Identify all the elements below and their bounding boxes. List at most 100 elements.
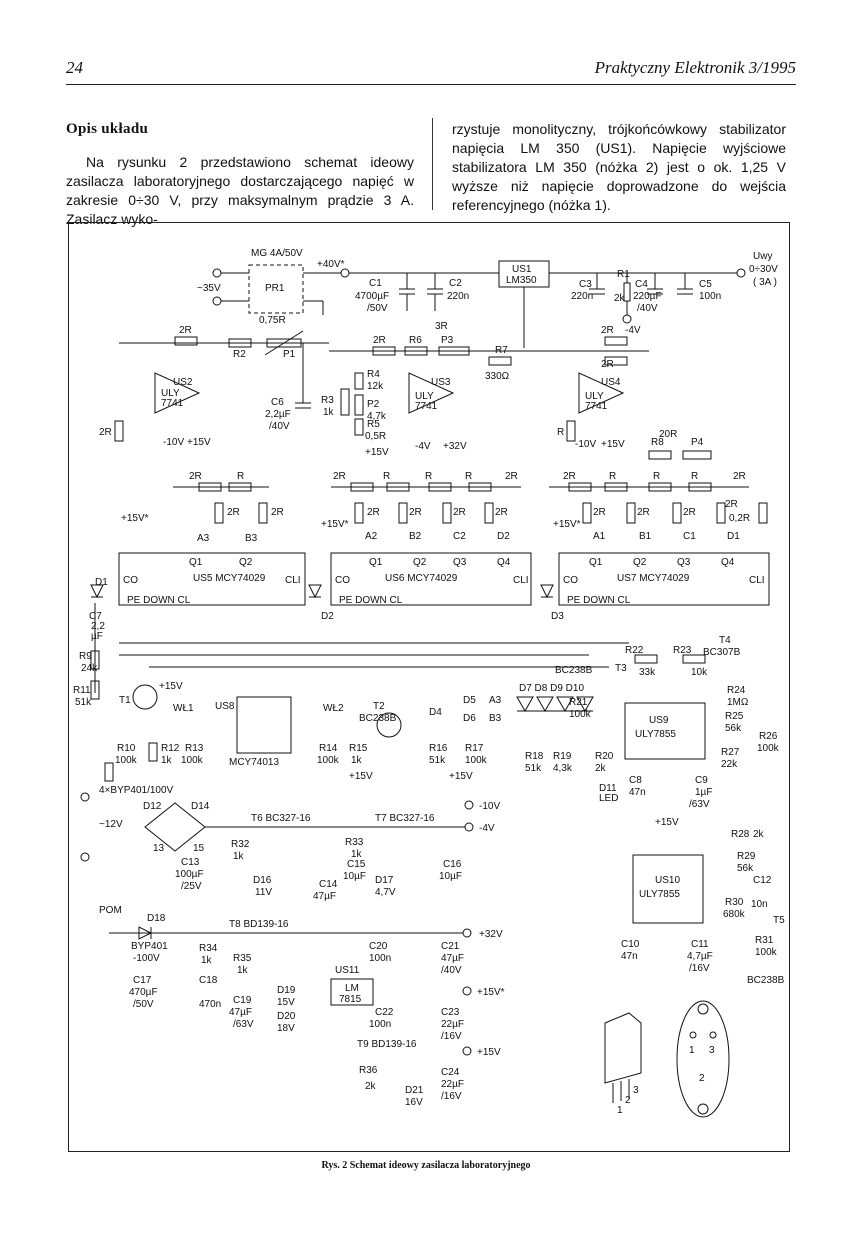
svg-text:100k: 100k [757,743,780,754]
svg-text:MG 4A/50V: MG 4A/50V [251,248,303,259]
svg-text:R2: R2 [233,349,246,360]
svg-text:100k: 100k [755,947,778,958]
svg-text:2: 2 [625,1095,631,1106]
svg-text:Q2: Q2 [239,557,253,568]
svg-text:D5: D5 [463,695,476,706]
ladder-us6: 2R R R R 2R 2R 2R 2R 2R A2 B2 C2 D2 +15V… [321,471,521,542]
svg-text:T4: T4 [719,635,731,646]
svg-text:1k: 1k [201,955,213,966]
svg-text:PR1: PR1 [265,283,285,294]
counter-diodes: D1 D2 D3 C7 2,2 µF [89,577,564,642]
svg-text:/40V: /40V [637,303,658,314]
svg-text:ULY7855: ULY7855 [639,889,680,900]
svg-text:R30: R30 [725,897,744,908]
svg-text:-100V: -100V [133,953,160,964]
svg-text:+15V: +15V [365,447,389,458]
svg-text:R10: R10 [117,743,136,754]
svg-text:Q1: Q1 [589,557,603,568]
svg-text:WŁ2: WŁ2 [323,703,344,714]
svg-text:2R: 2R [495,507,508,518]
svg-text:/16V: /16V [441,1091,462,1102]
svg-text:US1: US1 [512,264,532,275]
svg-text:C3: C3 [579,279,592,290]
us5-counter: US5 MCY74029 CO CLI PE DOWN CL Q1 Q2 [118,552,306,606]
svg-text:+40V*: +40V* [317,259,345,270]
svg-text:R4: R4 [367,369,380,380]
svg-text:10µF: 10µF [439,871,462,882]
svg-text:22k: 22k [721,759,738,770]
svg-text:4700µF: 4700µF [355,291,389,302]
svg-text:T3: T3 [615,663,627,674]
svg-text:Q3: Q3 [677,557,691,568]
svg-text:D7 D8 D9 D10: D7 D8 D9 D10 [519,683,584,694]
svg-text:15: 15 [193,843,205,854]
svg-text:2R: 2R [505,471,518,482]
svg-text:2k: 2k [614,293,626,304]
svg-text:US6 MCY74029: US6 MCY74029 [385,573,458,584]
svg-text:3R: 3R [435,321,448,332]
svg-text:47µF: 47µF [313,891,336,902]
svg-text:PE DOWN CL: PE DOWN CL [567,595,631,606]
svg-text:C6: C6 [271,397,284,408]
svg-text:C17: C17 [133,975,152,986]
svg-text:4,3k: 4,3k [553,763,573,774]
svg-text:+32V: +32V [479,929,503,940]
svg-text:4,7k: 4,7k [367,411,387,422]
svg-text:B2: B2 [409,531,422,542]
svg-text:2R: 2R [271,507,284,518]
svg-text:100k: 100k [317,755,340,766]
svg-text:47µF: 47µF [229,1007,252,1018]
svg-text:R15: R15 [349,743,368,754]
svg-text:C19: C19 [233,995,252,1006]
c1-c2: C1 4700µF /50V C2 220n [355,273,469,314]
svg-text:47µF: 47µF [441,953,464,964]
svg-text:10µF: 10µF [343,871,366,882]
svg-text:T9 BD139-16: T9 BD139-16 [357,1039,417,1050]
ladder-us5: 2R R 2R 2R A3 B3 +15V* [121,471,284,544]
svg-text:~12V: ~12V [99,819,123,830]
right-paragraph: rzystuje monolityczny, trójkońcówkowy st… [452,121,786,213]
schematic-figure: MG 4A/50V PR1 +40V* ~35V 0,75R US1 LM350… [68,222,790,1152]
svg-text:POM: POM [99,905,122,916]
svg-text:+15V: +15V [655,817,679,828]
svg-text:C20: C20 [369,941,388,952]
svg-text:C12: C12 [753,875,772,886]
svg-text:ULY: ULY [415,391,434,402]
svg-text:+15V: +15V [449,771,473,782]
svg-text:2R: 2R [601,325,614,336]
svg-text:2R: 2R [733,471,746,482]
svg-text:10k: 10k [691,667,708,678]
svg-text:R: R [465,471,472,482]
svg-text:C15: C15 [347,859,366,870]
svg-text:R33: R33 [345,837,364,848]
svg-text:100µF: 100µF [175,869,204,880]
svg-text:/63V: /63V [689,799,710,810]
svg-text:20R: 20R [659,429,677,440]
us7-counter: US7 MCY74029 CO CLI PE DOWN CL Q1 Q2 Q3 … [558,552,770,606]
svg-text:R: R [609,471,616,482]
svg-text:2R: 2R [373,335,386,346]
svg-text:LM: LM [345,983,359,994]
svg-text:12k: 12k [367,381,384,392]
svg-text:2R: 2R [593,507,606,518]
svg-text:R32: R32 [231,839,250,850]
svg-text:1k: 1k [233,851,245,862]
svg-text:0,75R: 0,75R [259,315,286,326]
svg-text:47n: 47n [621,951,638,962]
svg-text:-10V: -10V [575,439,596,450]
svg-text:22µF: 22µF [441,1019,464,1030]
svg-text:C7: C7 [89,611,102,622]
svg-text:-4V: -4V [415,441,431,452]
svg-text:D4: D4 [429,707,442,718]
svg-text:CLI: CLI [285,575,301,586]
svg-text:100k: 100k [115,755,138,766]
svg-text:2R: 2R [453,507,466,518]
svg-text:680k: 680k [723,909,746,920]
page-number: 24 [66,58,83,77]
svg-text:R5: R5 [367,419,380,430]
svg-text:470µF: 470µF [129,987,158,998]
svg-text:+15V: +15V [601,439,625,450]
svg-text:R: R [425,471,432,482]
svg-text:D17: D17 [375,875,394,886]
